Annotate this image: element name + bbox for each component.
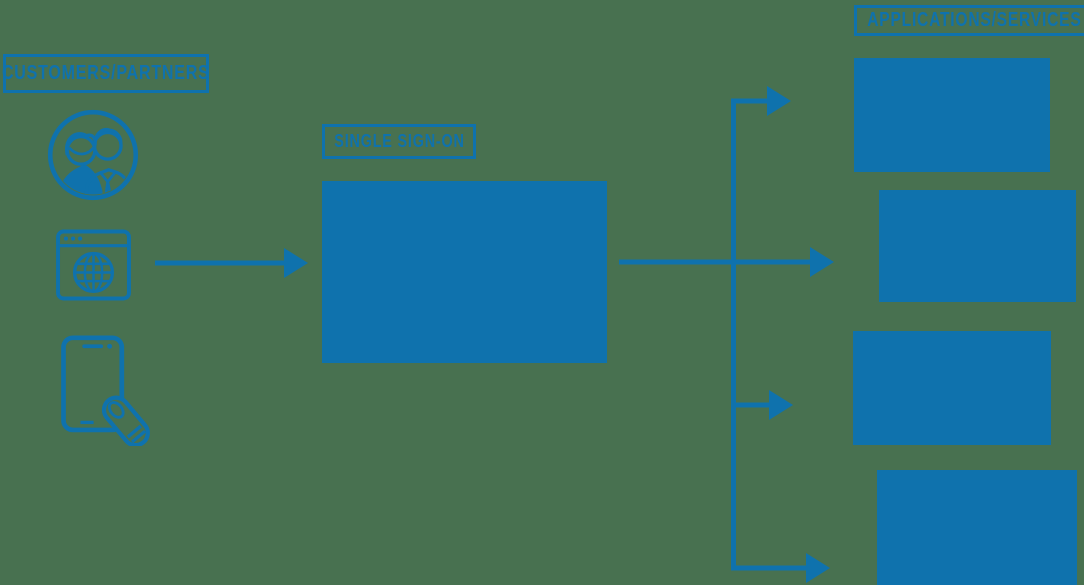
app-service-box-1	[854, 58, 1050, 172]
app-service-box-3	[853, 331, 1051, 445]
arrowhead-to-app4	[806, 553, 830, 583]
customers-partners-label-text: CUSTOMERS/PARTNERS	[2, 62, 210, 84]
couple-icon	[47, 109, 139, 201]
applications-services-label-text: APPLICATIONS/SERVICES	[866, 9, 1082, 31]
customers-partners-label: CUSTOMERS/PARTNERS	[2, 54, 210, 93]
app-service-box-4	[877, 470, 1077, 585]
arrowhead-to-sso	[284, 248, 308, 278]
arrowhead-to-app2	[810, 247, 834, 277]
applications-services-label: APPLICATIONS/SERVICES	[854, 5, 1084, 36]
single-sign-on-label-text: SINGLE SIGN-ON	[333, 131, 465, 151]
single-sign-on-label: SINGLE SIGN-ON	[322, 124, 476, 159]
single-sign-on-box	[322, 181, 607, 363]
browser-globe-icon	[56, 229, 131, 301]
mobile-tap-icon	[61, 335, 150, 446]
arrowhead-to-app1	[767, 86, 791, 116]
arrowhead-to-app3	[769, 390, 793, 420]
tapping-finger	[101, 395, 150, 446]
app-service-box-2	[879, 190, 1076, 302]
